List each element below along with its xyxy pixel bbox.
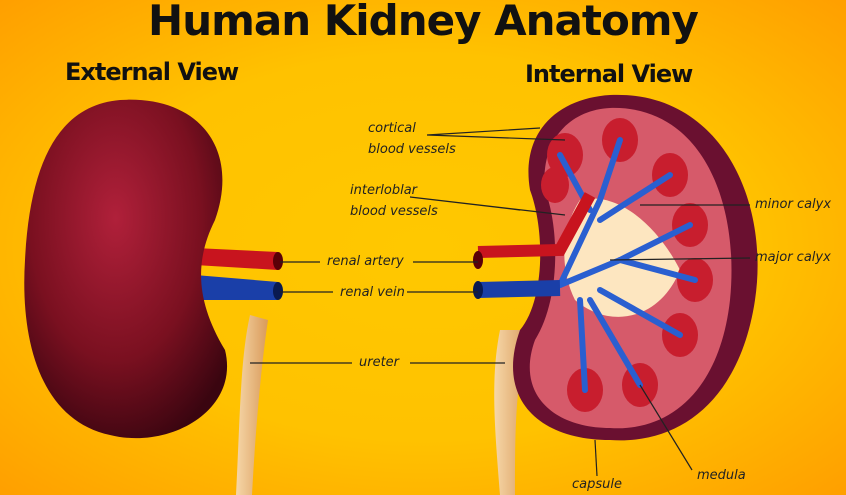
leader-lines xyxy=(250,127,751,477)
external-kidney xyxy=(24,99,283,495)
external-renal-vein xyxy=(195,275,278,300)
label-major-calyx: major calyx xyxy=(755,250,831,265)
label-cortical-line1: cortical xyxy=(368,121,416,136)
internal-view-heading: Internal View xyxy=(525,60,693,88)
label-ureter: ureter xyxy=(359,355,400,370)
medulla-pyramids xyxy=(541,118,713,412)
external-view-heading: External View xyxy=(65,58,239,86)
label-cortical: cortical blood vessels xyxy=(368,118,456,160)
external-ureter xyxy=(236,315,268,495)
label-renal-artery: renal artery xyxy=(327,254,404,269)
label-cortical-line2: blood vessels xyxy=(368,142,456,157)
external-renal-artery xyxy=(195,248,278,270)
label-interlobar: interloblar blood vessels xyxy=(350,180,438,222)
page-title: Human Kidney Anatomy xyxy=(148,0,699,45)
label-medula: medula xyxy=(697,468,746,483)
internal-kidney xyxy=(473,94,758,495)
internal-ureter xyxy=(494,330,530,495)
label-capsule: capsule xyxy=(572,477,622,492)
label-minor-calyx: minor calyx xyxy=(755,197,832,212)
label-renal-vein: renal vein xyxy=(340,285,405,300)
label-interlobar-line2: blood vessels xyxy=(350,204,438,219)
label-interlobar-line1: interloblar xyxy=(350,183,418,198)
